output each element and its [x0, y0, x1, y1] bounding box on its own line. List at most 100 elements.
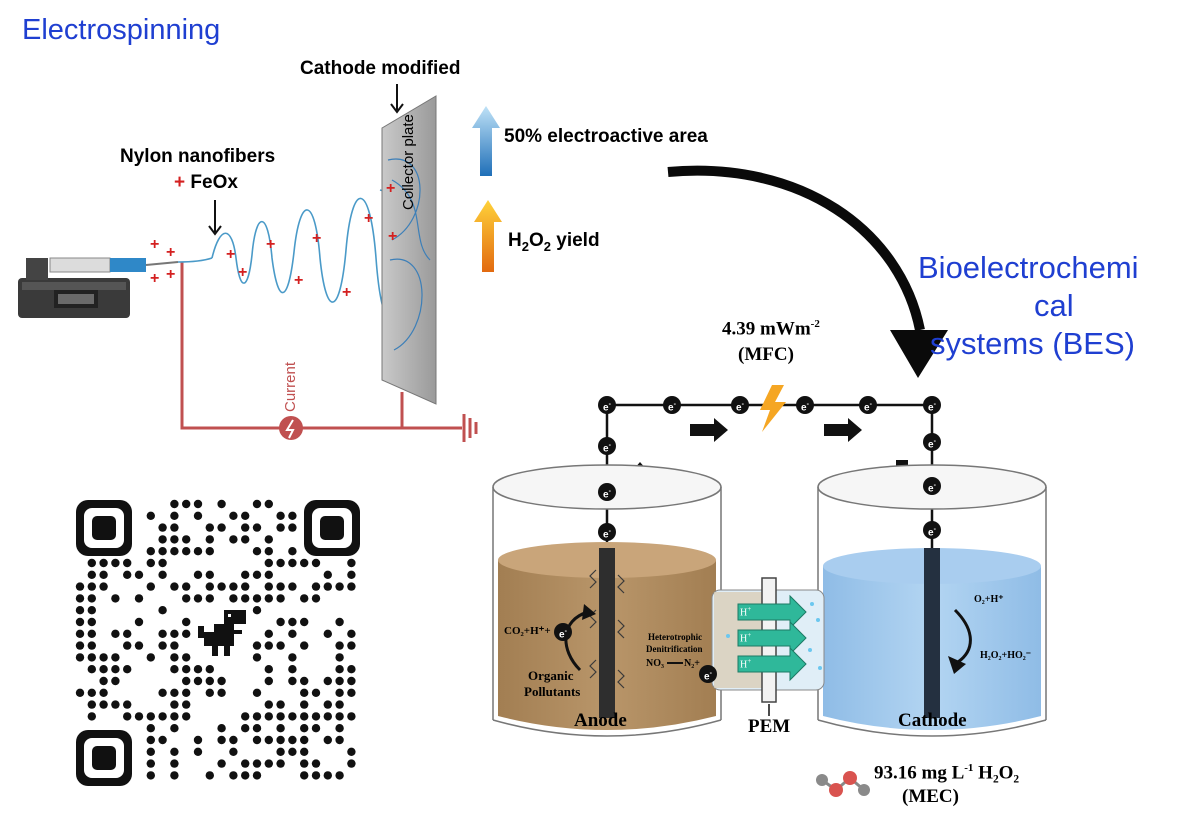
qr-dot	[323, 582, 332, 591]
qr-dot	[347, 676, 356, 686]
qr-dot	[241, 712, 250, 721]
proton-charge: +	[747, 657, 752, 665]
proton-dots	[726, 602, 822, 670]
h2o2-yield-label: H2O2 yield	[508, 230, 600, 254]
qr-dot	[241, 771, 250, 780]
qr-dot	[146, 558, 155, 568]
qr-dot	[87, 653, 97, 662]
qr-dot	[182, 629, 191, 638]
qr-dot	[111, 676, 120, 686]
qr-dot	[205, 535, 214, 544]
qr-dot	[217, 735, 226, 745]
qr-dot	[335, 724, 344, 733]
electron-marker: e-	[598, 523, 616, 541]
qr-dot	[205, 582, 214, 591]
electron-charge: -	[608, 528, 611, 535]
qr-dot	[170, 724, 179, 733]
bes-title-line1: Bioelectrochemi	[918, 250, 1139, 285]
qr-dot	[252, 688, 262, 697]
organic-label-line2: Pollutants	[524, 684, 581, 699]
qr-dot	[229, 535, 238, 544]
qr-dot	[170, 629, 179, 638]
qr-dot	[276, 712, 285, 721]
qr-dot	[111, 653, 120, 662]
qr-dot	[99, 653, 108, 662]
qr-dot	[323, 700, 332, 709]
qr-dot	[241, 570, 250, 579]
qr-dot	[347, 570, 356, 579]
qr-dot	[323, 735, 332, 745]
bes-curved-arrow	[667, 165, 925, 331]
qr-dot	[193, 665, 203, 674]
qr-dot	[241, 724, 250, 733]
qr-dot	[264, 676, 273, 686]
qr-dot	[182, 688, 191, 697]
n2-label: N₂+	[684, 658, 700, 669]
qr-dot	[252, 570, 262, 579]
electron-charge: -	[709, 670, 712, 677]
qr-dot	[311, 771, 321, 780]
qr-dot	[123, 629, 132, 638]
electroactive-area-label: 50% electroactive area	[504, 126, 708, 147]
qr-dot	[87, 570, 97, 579]
qr-dot	[87, 558, 97, 568]
electron-marker: e-	[598, 483, 616, 501]
qr-dot	[182, 700, 191, 709]
qr-dot	[111, 665, 120, 674]
qr-dot	[193, 676, 203, 686]
qr-dot	[99, 665, 108, 674]
cathode-reactor	[817, 464, 1047, 737]
qr-dot	[99, 558, 108, 568]
qr-dot	[335, 665, 344, 674]
qr-dot	[252, 606, 262, 615]
qr-dot	[335, 771, 344, 780]
qr-dot	[276, 523, 285, 532]
qr-dot	[300, 594, 309, 603]
qr-dot	[264, 700, 273, 709]
bes-curved-arrowhead	[890, 330, 948, 378]
qr-dot	[87, 594, 97, 603]
qr-dot	[288, 547, 297, 556]
qr-dot	[193, 594, 203, 603]
h2o2-sub-a: 2	[521, 238, 529, 254]
qr-dot	[241, 511, 250, 520]
qr-dot	[205, 547, 214, 556]
qr-dot	[182, 712, 191, 721]
qr-dot	[323, 629, 332, 638]
qr-dot	[146, 511, 155, 520]
qr-dot	[158, 641, 167, 650]
qr-dot	[123, 665, 132, 674]
qr-dot	[347, 712, 356, 721]
qr-dot	[134, 594, 144, 603]
qr-dot	[193, 735, 203, 745]
plus-charge: +	[388, 228, 398, 245]
qr-dot	[288, 523, 297, 532]
qr-dot	[170, 523, 179, 532]
qr-dot	[276, 700, 285, 709]
qr-dot	[288, 511, 297, 520]
plus-charge: +	[266, 236, 276, 253]
electroactive-up-arrow-icon	[472, 106, 500, 176]
qr-dot	[300, 724, 309, 733]
h2o2-sub-b: 2	[543, 238, 551, 254]
qr-dot	[75, 641, 85, 650]
power-exp: -2	[810, 318, 820, 330]
qr-dot	[276, 735, 285, 745]
h2o2-o: O	[528, 230, 544, 251]
syringe-pump	[18, 257, 179, 318]
qr-dot	[323, 570, 332, 579]
qr-dot	[75, 629, 85, 638]
qr-dot	[111, 700, 120, 709]
qr-dot	[276, 511, 285, 520]
proton-label: H+	[740, 631, 752, 645]
qr-dot	[111, 594, 120, 603]
qr-dot	[264, 570, 273, 579]
plus-charge: +	[150, 270, 160, 287]
pem-label: PEM	[748, 716, 791, 737]
qr-dot	[182, 499, 191, 509]
qr-dot	[158, 735, 167, 745]
qr-dot	[170, 688, 179, 697]
qr-dot	[229, 582, 238, 591]
qr-finder-bottom-left	[76, 730, 132, 786]
qr-dot	[75, 582, 85, 591]
